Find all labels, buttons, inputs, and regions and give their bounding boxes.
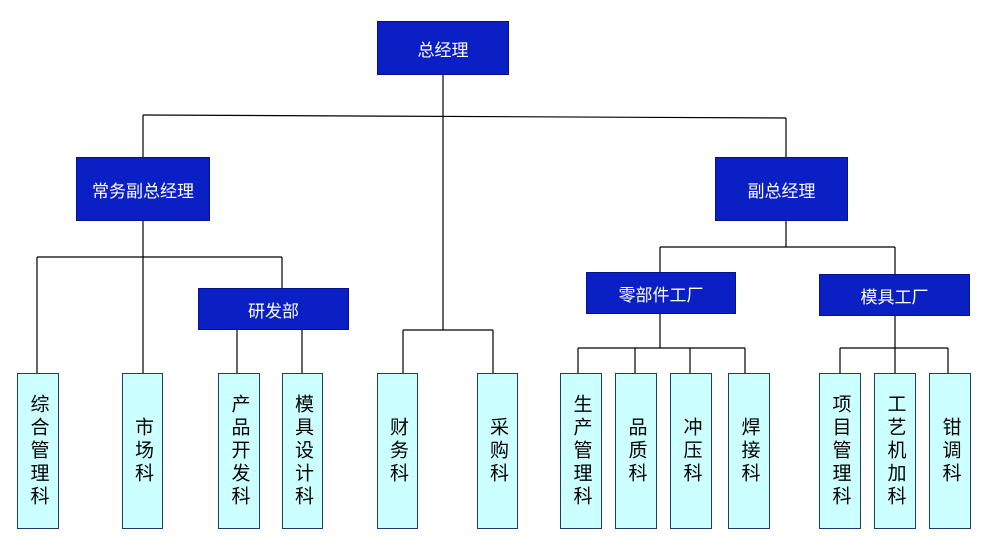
exec-vp-box: 常务副总经理 [76, 157, 210, 221]
dept-welding: 焊接科 [728, 373, 770, 529]
dept-project-mgmt: 项目管理科 [819, 373, 861, 529]
mold-factory-box: 模具工厂 [819, 274, 970, 316]
dept-finance: 财务科 [377, 373, 418, 529]
dept-purchasing: 采购科 [477, 373, 518, 529]
dept-quality: 品质科 [615, 373, 657, 529]
dept-production-mgmt-label: 生产管理科 [570, 393, 593, 509]
vp-box: 副总经理 [715, 157, 848, 221]
dept-machining-label: 工艺机加科 [884, 393, 907, 509]
dept-market: 市场科 [122, 373, 163, 529]
dept-welding-label: 焊接科 [738, 416, 761, 486]
dept-product-dev-label: 产品开发科 [228, 393, 251, 509]
vp-label: 副总经理 [747, 181, 816, 202]
connector-ceo-level [142, 114, 787, 119]
parts-factory-box: 零部件工厂 [586, 272, 736, 314]
dept-stamping-label: 冲压科 [680, 416, 703, 486]
dept-fitter-label: 钳调科 [939, 416, 962, 486]
dept-mold-design: 模具设计科 [282, 373, 323, 529]
dept-general-mgmt-label: 综合管理科 [27, 393, 50, 509]
rd-dept-box: 研发部 [198, 288, 349, 330]
dept-machining: 工艺机加科 [874, 373, 916, 529]
dept-finance-label: 财务科 [387, 416, 409, 486]
mold-factory-label: 模具工厂 [860, 287, 929, 308]
dept-quality-label: 品质科 [625, 416, 648, 486]
exec-vp-label: 常务副总经理 [92, 181, 194, 202]
dept-production-mgmt: 生产管理科 [560, 373, 602, 529]
dept-stamping: 冲压科 [670, 373, 712, 529]
ceo-label: 总经理 [417, 40, 469, 61]
dept-product-dev: 产品开发科 [218, 373, 260, 529]
ceo-box: 总经理 [377, 21, 509, 75]
parts-factory-label: 零部件工厂 [618, 285, 704, 306]
dept-fitter: 钳调科 [929, 373, 971, 529]
dept-project-mgmt-label: 项目管理科 [829, 393, 852, 509]
dept-purchasing-label: 采购科 [487, 416, 509, 486]
dept-general-mgmt: 综合管理科 [17, 373, 59, 529]
dept-mold-design-label: 模具设计科 [292, 393, 314, 509]
dept-market-label: 市场科 [132, 416, 154, 486]
rd-dept-label: 研发部 [248, 301, 299, 322]
